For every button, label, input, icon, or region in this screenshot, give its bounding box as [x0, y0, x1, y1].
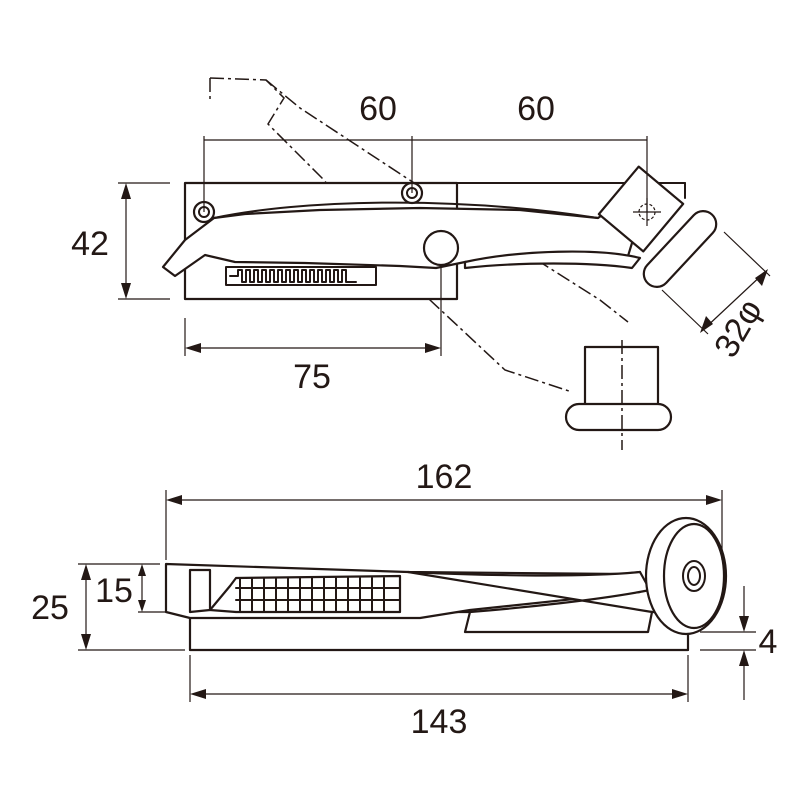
dim-total-length [165, 490, 723, 560]
side-view: 162 143 25 15 [31, 458, 777, 741]
dim-side-height-body [138, 564, 166, 613]
dim-side-height-total-label: 25 [31, 589, 69, 627]
side-housing-end [188, 568, 212, 614]
top-view: 60 60 42 75 32φ [71, 77, 771, 450]
dim-total-length-label: 162 [416, 458, 473, 496]
dim-knob-diameter-label: 32φ [707, 293, 770, 364]
lever-arm [463, 250, 642, 270]
dim-side-height-body-label: 15 [95, 572, 133, 610]
knob-head [597, 165, 718, 288]
dim-top-height [118, 182, 170, 300]
spring-rack [225, 266, 377, 286]
dim-hole-spacing [203, 136, 648, 212]
spring-teeth [229, 269, 357, 283]
pivot-pin [422, 229, 460, 267]
dim-base-length-label: 143 [411, 703, 468, 741]
dim-base-length [189, 655, 689, 702]
lever-top-ridge [213, 201, 599, 219]
side-spring [208, 574, 402, 614]
dim-top-length [184, 265, 442, 356]
dim-side-offset-label: 4 [759, 623, 778, 661]
dim-top-length-label: 75 [293, 358, 331, 396]
dim-knob-diameter [661, 231, 771, 335]
dim-top-height-label: 42 [71, 225, 109, 263]
dim-side-height-total [78, 563, 185, 651]
dim-hole-spacing-left: 60 [359, 90, 397, 128]
dim-hole-spacing-right: 60 [517, 90, 555, 128]
side-knob [644, 516, 728, 636]
knob-open-position [564, 340, 673, 450]
dim-side-offset [700, 586, 756, 700]
